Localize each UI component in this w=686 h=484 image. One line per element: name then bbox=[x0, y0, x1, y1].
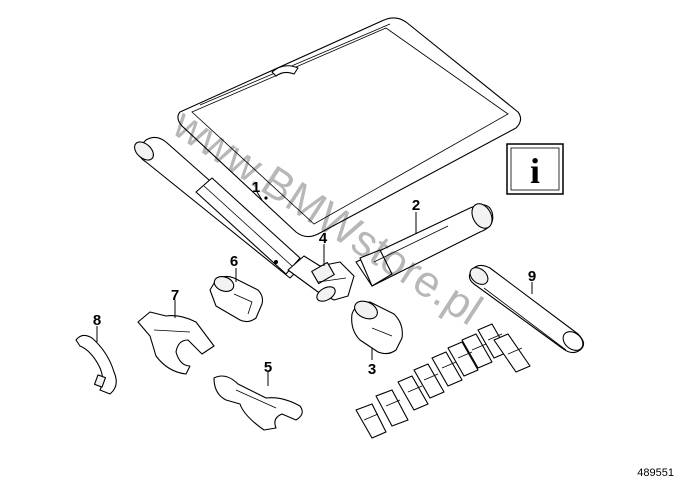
socket-6 bbox=[209, 275, 264, 323]
tool-tray bbox=[177, 17, 522, 238]
callout-9: 9 bbox=[528, 268, 536, 285]
callout-7: 7 bbox=[171, 287, 179, 304]
info-symbol: i bbox=[506, 143, 564, 195]
hook-spanner-8 bbox=[75, 334, 117, 395]
wrench-7 bbox=[137, 311, 215, 375]
tube-9 bbox=[468, 264, 585, 354]
adapter-3 bbox=[351, 300, 403, 355]
callout-1: 1 bbox=[252, 179, 260, 196]
universal-joint bbox=[287, 255, 355, 302]
wrench-5 bbox=[213, 375, 303, 431]
callout-2: 2 bbox=[412, 197, 420, 214]
diagram-number: 489551 bbox=[637, 467, 674, 479]
callout-5: 5 bbox=[264, 359, 272, 376]
leader-lines bbox=[96, 191, 533, 386]
callout-6: 6 bbox=[230, 253, 238, 270]
callout-4: 4 bbox=[319, 230, 328, 247]
info-icon: i bbox=[530, 151, 540, 191]
callout-3: 3 bbox=[368, 361, 376, 378]
bit-set bbox=[355, 323, 531, 439]
socket-extension bbox=[355, 203, 494, 287]
callout-8: 8 bbox=[93, 312, 101, 329]
